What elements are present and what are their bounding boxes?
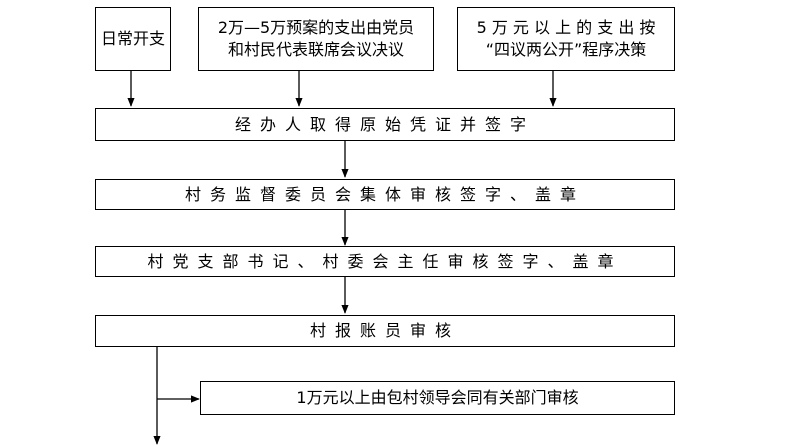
mid-expense-box: 2万—5万预案的支出由党员 和村民代表联席会议决议: [198, 7, 434, 71]
mid-expense-line1: 2万—5万预案的支出由党员: [217, 18, 415, 37]
daily-expense-box: 日常开支: [95, 7, 171, 71]
step-1-label: 经办人取得原始凭证并签字: [234, 114, 535, 134]
step-2-label: 村务监督委员会集体审核签字、盖章: [184, 184, 585, 204]
step-4-label: 村报账员审核: [309, 321, 460, 340]
step-4-box: 村报账员审核: [95, 315, 675, 347]
large-expense-line1: 5 万 元 以 上 的 支 出 按: [476, 18, 656, 37]
mid-expense-line2: 和村民代表联席会议决议: [227, 40, 404, 59]
large-expense-box: 5 万 元 以 上 的 支 出 按 “四议两公开”程序决策: [457, 7, 675, 71]
step-3-label: 村党支部书记、村委会主任审核签字、盖章: [147, 251, 623, 271]
branch-label: 1万元以上由包村领导会同有关部门审核: [296, 388, 579, 407]
step-3-box: 村党支部书记、村委会主任审核签字、盖章: [95, 246, 675, 277]
step-1-box: 经办人取得原始凭证并签字: [95, 108, 675, 141]
daily-expense-label: 日常开支: [100, 29, 165, 48]
branch-box: 1万元以上由包村领导会同有关部门审核: [200, 381, 675, 415]
step-2-box: 村务监督委员会集体审核签字、盖章: [95, 179, 675, 210]
large-expense-line2: “四议两公开”程序决策: [485, 40, 647, 59]
